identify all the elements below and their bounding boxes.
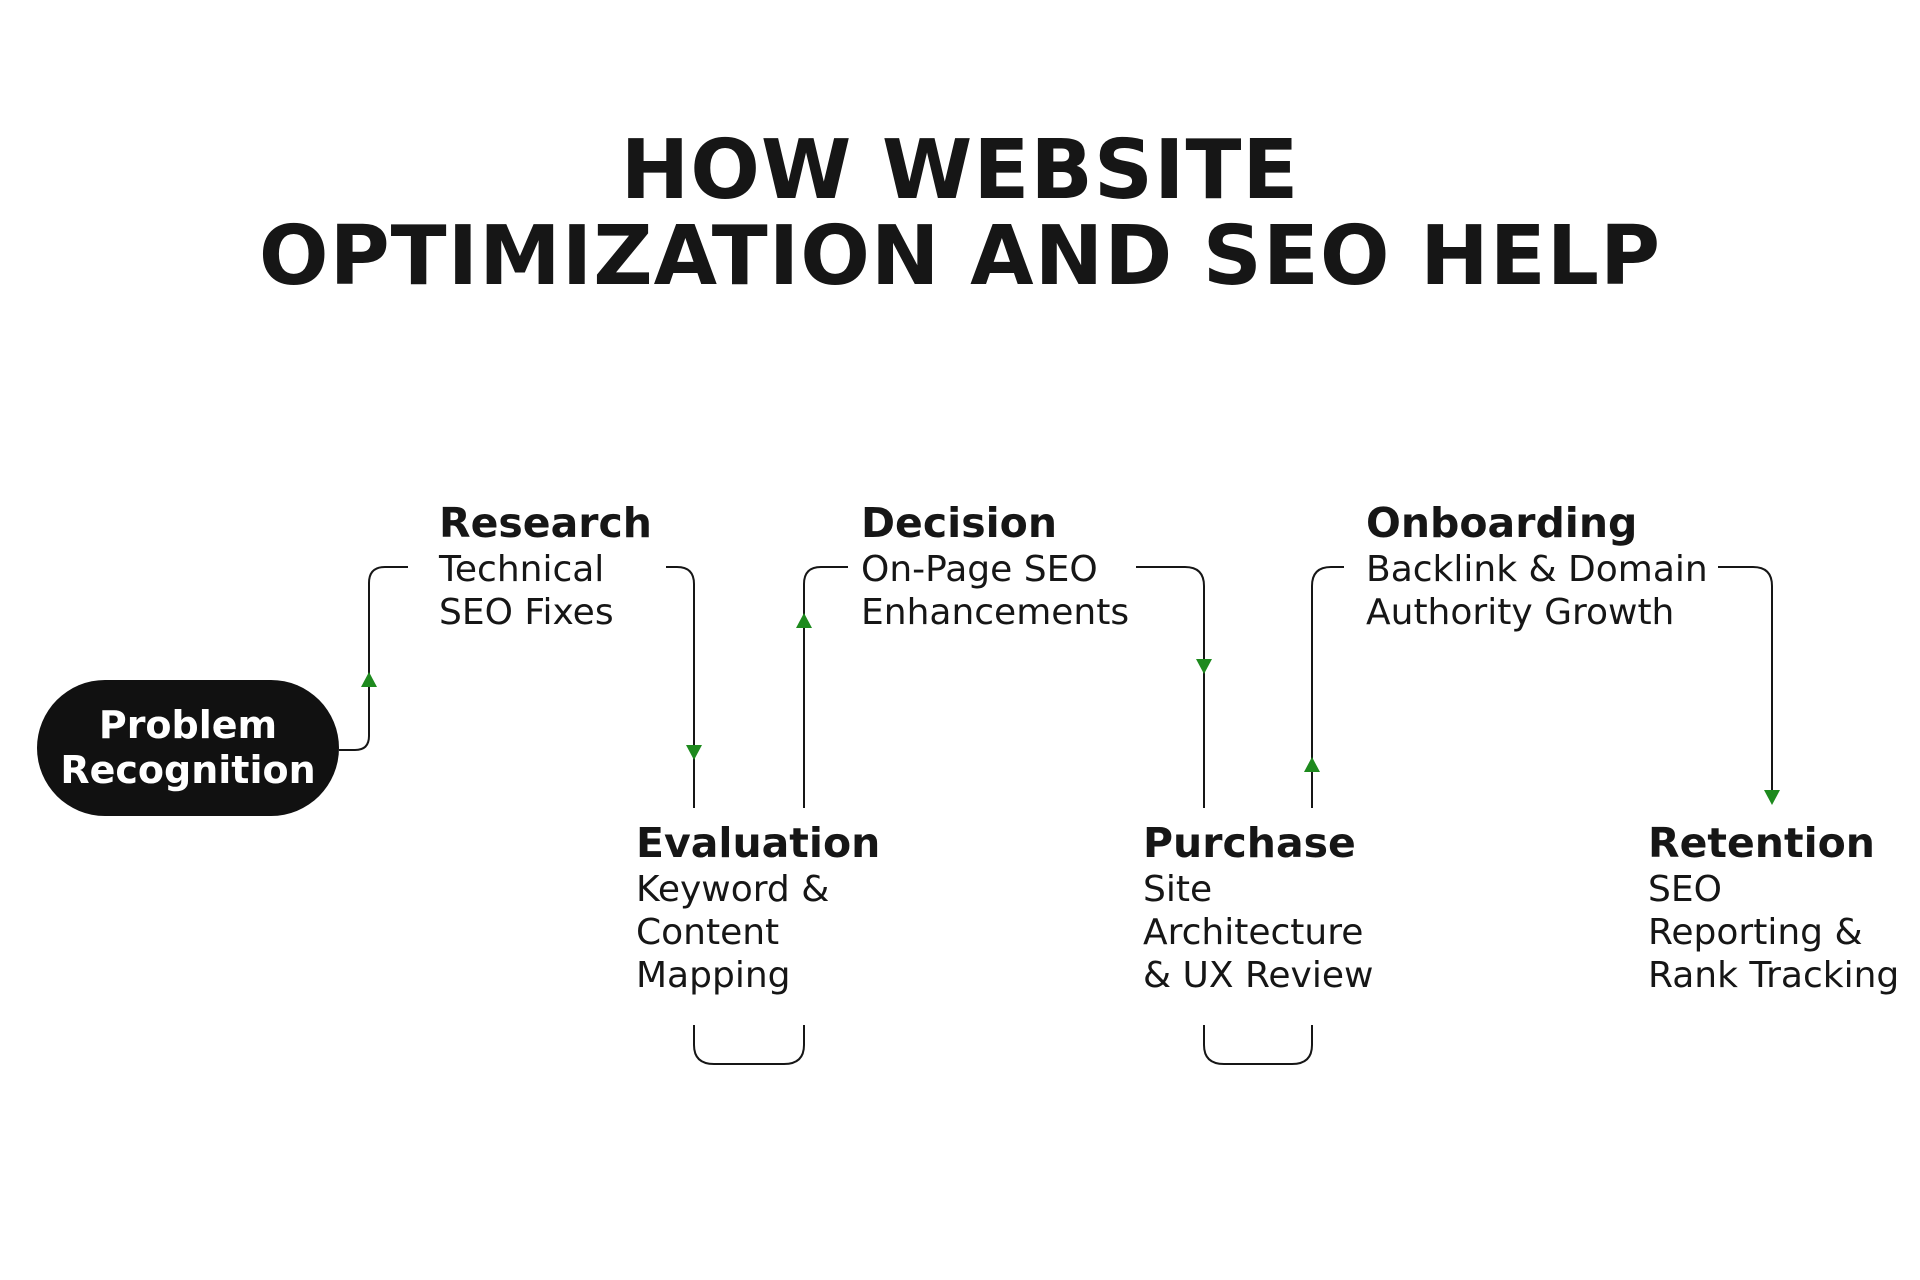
stage-decision: Decision On-Page SEO Enhancements [861,498,1129,634]
stage-title: Purchase [1143,819,1356,867]
stage-title: Decision [861,499,1058,547]
diagram-title: HOW WEBSITE OPTIMIZATION AND SEO HELP [0,128,1920,300]
connector-evaluation-decision [803,566,848,808]
stage-desc-line: SEO Fixes [439,592,614,633]
stage-purchase: Purchase Site Architecture & UX Review [1143,818,1373,997]
stage-title: Evaluation [636,819,881,867]
stage-title: Onboarding [1366,499,1638,547]
stage-evaluation: Evaluation Keyword & Content Mapping [636,818,880,997]
connector-research-evaluation [666,566,695,808]
start-node-problem-recognition: Problem Recognition [37,680,339,816]
stage-desc-line: Rank Tracking [1648,955,1900,996]
stage-onboarding: Onboarding Backlink & Domain Authority G… [1366,498,1708,634]
stage-desc-line: Authority Growth [1366,592,1675,633]
stage-desc-line: On-Page SEO [861,549,1098,590]
arrow-up-icon [1304,757,1320,772]
stage-desc-line: Architecture [1143,912,1364,953]
stage-title: Research [439,499,652,547]
stage-desc-line: Technical [439,549,605,590]
stage-desc-line: Keyword & [636,869,830,910]
arrow-up-icon [796,613,812,628]
connector-evaluation-loop [693,1025,805,1065]
start-node-line-2: Recognition [60,748,316,792]
connector-onboarding-retention [1718,566,1773,800]
arrow-down-icon [1764,790,1780,805]
arrow-down-icon [1196,659,1212,674]
connector-decision-purchase [1136,566,1205,808]
stage-title: Retention [1648,819,1875,867]
connector-purchase-onboarding [1311,566,1344,808]
start-node-line-1: Problem [98,703,278,747]
stage-research: Research Technical SEO Fixes [439,498,652,634]
stage-desc-line: Enhancements [861,592,1130,633]
stage-retention: Retention SEO Reporting & Rank Tracking [1648,818,1899,997]
stage-desc-line: Site [1143,869,1213,910]
stage-desc-line: Reporting & [1648,912,1863,953]
arrow-up-icon [361,672,377,687]
stage-desc-line: Mapping [636,955,791,996]
arrow-down-icon [686,745,702,760]
stage-desc-line: Content [636,912,780,953]
stage-desc-line: & UX Review [1143,955,1374,996]
connector-start-research [339,566,408,751]
stage-desc-line: SEO [1648,869,1722,910]
title-line-1: HOW WEBSITE [620,123,1300,218]
stage-desc-line: Backlink & Domain [1366,549,1708,590]
connector-purchase-loop [1203,1025,1313,1065]
title-line-2: OPTIMIZATION AND SEO HELP [258,209,1662,304]
